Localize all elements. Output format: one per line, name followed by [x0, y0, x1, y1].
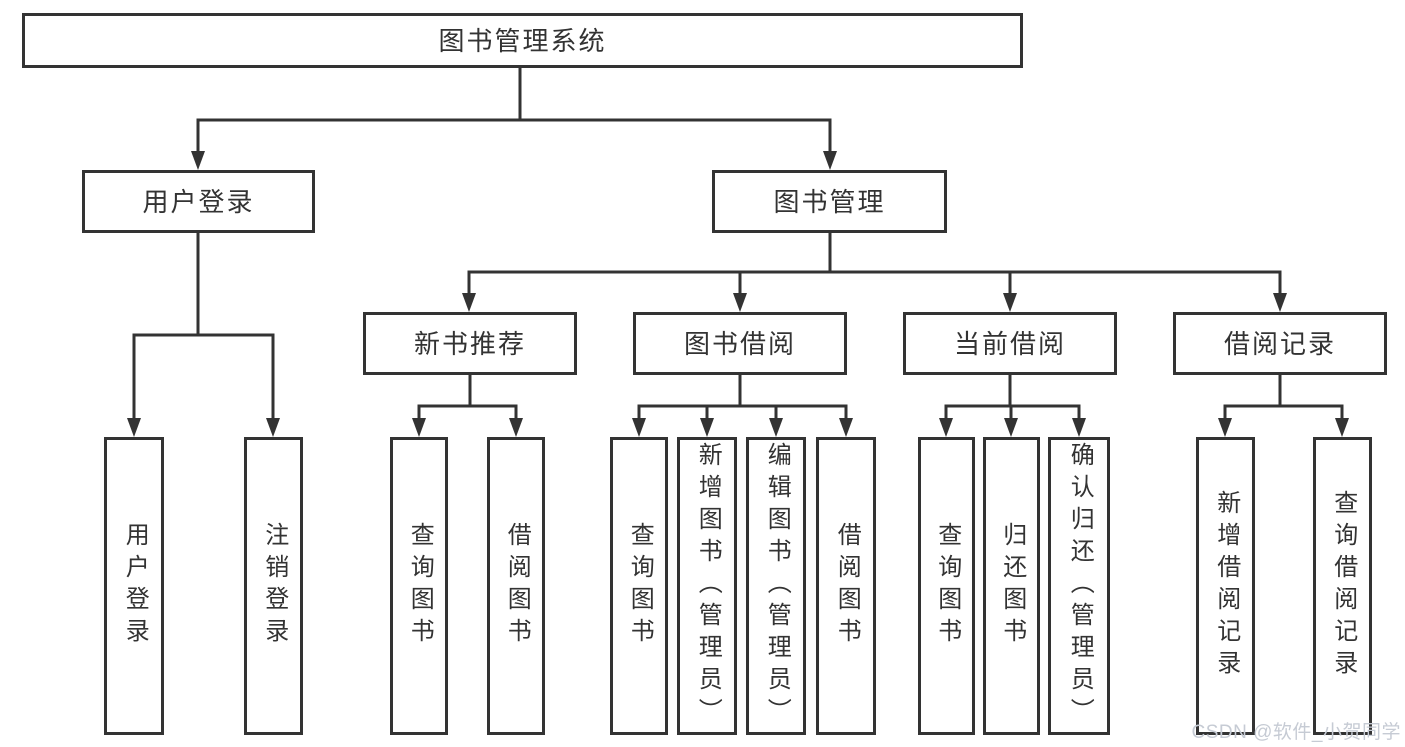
arrow-down-icon [462, 293, 476, 312]
arrow-down-icon [939, 418, 953, 437]
node-label: 确认归还（管理员） [1066, 442, 1094, 730]
node-label: 注销登录 [260, 522, 288, 650]
arrow-down-icon [700, 418, 714, 437]
node-label: 新增图书（管理员） [694, 442, 722, 730]
node-label: 图书管理 [773, 186, 886, 217]
node-book-management: 图书管理 [712, 170, 947, 233]
node-label: 查询图书 [406, 522, 434, 650]
connector-recommend-bar [417, 404, 518, 420]
node-leaf-return-book: 归还图书 [983, 437, 1040, 735]
arrow-down-icon [769, 418, 783, 437]
node-leaf-logout-login: 注销登录 [244, 437, 303, 735]
node-label: 查询图书 [626, 522, 654, 650]
node-label: 编辑图书（管理员） [763, 442, 791, 730]
node-label: 新书推荐 [413, 328, 526, 359]
arrow-down-icon [1072, 418, 1086, 437]
node-user-login: 用户登录 [82, 170, 315, 233]
connector-userlogin-bar [132, 333, 275, 420]
arrow-down-icon [1273, 293, 1287, 312]
connector-level3-bar [467, 270, 1282, 295]
arrow-down-icon [839, 418, 853, 437]
arrow-down-icon [509, 418, 523, 437]
arrow-down-icon [632, 418, 646, 437]
arrow-down-icon [1003, 293, 1017, 312]
node-label: 借阅记录 [1223, 328, 1336, 359]
arrow-down-icon [1335, 418, 1349, 437]
node-leaf-borrow-book-borrowing: 借阅图书 [816, 437, 876, 735]
arrow-down-icon [127, 418, 141, 437]
arrow-down-icon [823, 151, 837, 170]
node-label: 图书借阅 [683, 328, 796, 359]
node-new-book-recommendation: 新书推荐 [363, 312, 577, 375]
node-label: 借阅图书 [503, 522, 531, 650]
node-label: 用户登录 [142, 186, 255, 217]
node-library-system: 图书管理系统 [22, 13, 1023, 68]
node-label: 新增借阅记录 [1212, 490, 1240, 682]
connector-records-bar [1223, 404, 1344, 420]
node-leaf-confirm-return-admin: 确认归还（管理员） [1048, 437, 1110, 735]
node-label: 归还图书 [998, 522, 1026, 650]
arrow-down-icon [412, 418, 426, 437]
node-leaf-borrow-book-recommend: 借阅图书 [487, 437, 545, 735]
node-current-borrowing: 当前借阅 [903, 312, 1117, 375]
node-leaf-edit-book-admin: 编辑图书（管理员） [746, 437, 806, 735]
arrowheads [127, 151, 1349, 437]
node-borrowing-records: 借阅记录 [1173, 312, 1387, 375]
node-label: 借阅图书 [833, 522, 861, 650]
arrow-down-icon [1004, 418, 1018, 437]
arrow-down-icon [1218, 418, 1232, 437]
node-leaf-query-book-recommend: 查询图书 [390, 437, 448, 735]
node-label: 图书管理系统 [438, 25, 607, 56]
connector-borrowing-bar [637, 404, 848, 420]
arrow-down-icon [191, 151, 205, 170]
node-leaf-query-book-current: 查询图书 [918, 437, 975, 735]
node-label: 查询借阅记录 [1329, 490, 1357, 682]
node-label: 当前借阅 [953, 328, 1066, 359]
node-book-borrowing: 图书借阅 [633, 312, 847, 375]
node-leaf-user-login: 用户登录 [104, 437, 164, 735]
arrow-down-icon [266, 418, 280, 437]
node-label: 用户登录 [121, 522, 149, 650]
node-leaf-query-book-borrowing: 查询图书 [610, 437, 668, 735]
connector-level2-bar [196, 118, 832, 153]
arrow-down-icon [733, 293, 747, 312]
node-leaf-query-borrow-record: 查询借阅记录 [1313, 437, 1372, 735]
node-leaf-add-book-admin: 新增图书（管理员） [677, 437, 737, 735]
csdn-watermark: CSDN @软件_小贺同学 [1191, 722, 1401, 743]
node-leaf-add-borrow-record: 新增借阅记录 [1196, 437, 1255, 735]
node-label: 查询图书 [933, 522, 961, 650]
